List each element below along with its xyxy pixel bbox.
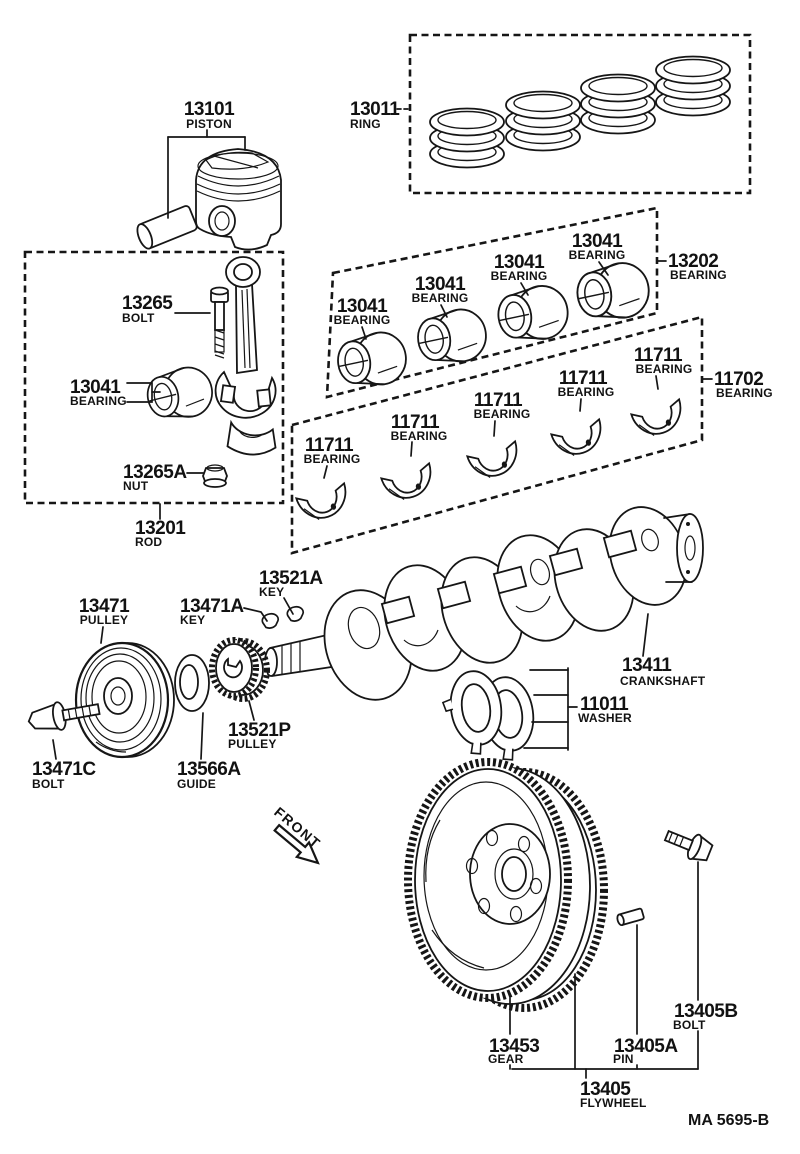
label-guide-name: GUIDE bbox=[177, 777, 216, 791]
label-rod-name: ROD bbox=[135, 535, 162, 549]
label-conrod-bearing-set-name: BEARING bbox=[670, 268, 727, 282]
label-ring-name: RING bbox=[350, 117, 381, 131]
label-main-bearing-1-name: BEARING bbox=[304, 452, 361, 466]
label-flywheel-number: 13405 bbox=[580, 1079, 631, 1100]
guide-drawing bbox=[174, 654, 210, 712]
label-main-bearing-2-number: 11711 bbox=[391, 412, 440, 433]
label-pulley-bolt-number: 13471C bbox=[32, 759, 96, 780]
label-crank-pulley-number: 13471 bbox=[79, 596, 130, 617]
label-guide-number: 13566A bbox=[177, 759, 241, 780]
label-main-bearing-4-number: 11711 bbox=[559, 368, 608, 389]
label-conrod-bearing-1-number: 13041 bbox=[337, 296, 388, 317]
label-flywheel-bolt-name: BOLT bbox=[673, 1018, 706, 1032]
label-crank-pulley-name: PULLEY bbox=[80, 613, 129, 627]
label-timing-pulley-name: PULLEY bbox=[228, 737, 277, 751]
label-rod-bolt-number: 13265 bbox=[122, 293, 173, 314]
label-flywheel-gear-number: 13453 bbox=[489, 1036, 539, 1057]
piston-pin-drawing bbox=[136, 205, 198, 250]
label-flywheel-name: FLYWHEEL bbox=[580, 1096, 647, 1110]
main-bearing-set-box bbox=[290, 315, 704, 555]
rod-assembly-box bbox=[23, 250, 285, 505]
flywheel-bolt-drawing bbox=[663, 829, 714, 862]
label-pulley-bolt-name: BOLT bbox=[32, 777, 65, 791]
label-crank-key-name: KEY bbox=[259, 585, 284, 599]
label-piston-number: 13101 bbox=[184, 99, 235, 120]
rod-bolt-drawing bbox=[210, 286, 229, 359]
rod-nut-drawing bbox=[202, 464, 228, 488]
label-rod-nut-name: NUT bbox=[123, 479, 149, 493]
label-flywheel-pin-number: 13405A bbox=[614, 1036, 678, 1057]
label-conrod-bearing-4-name: BEARING bbox=[569, 248, 626, 262]
label-main-bearing-2-name: BEARING bbox=[391, 429, 448, 443]
label-crankshaft-name: CRANKSHAFT bbox=[620, 674, 706, 688]
thrust-washer-drawings bbox=[438, 666, 541, 765]
timing-pulley-drawing bbox=[209, 637, 270, 702]
label-main-bearing-set-name: BEARING bbox=[716, 386, 773, 400]
front-direction-arrow: FRONT bbox=[271, 804, 324, 865]
label-main-bearing-3-name: BEARING bbox=[474, 407, 531, 421]
leader-lines bbox=[52, 108, 713, 1079]
label-pulley-key-number: 13471A bbox=[180, 596, 244, 617]
label-main-bearing-1-number: 11711 bbox=[305, 435, 354, 456]
label-main-bearing-set-number: 11702 bbox=[714, 369, 763, 390]
label-main-bearing-4-name: BEARING bbox=[558, 385, 615, 399]
pulley-bolt-drawing bbox=[27, 701, 101, 731]
conrod-bearing-set-box bbox=[325, 206, 659, 399]
label-rod-bearing-number: 13041 bbox=[70, 377, 121, 398]
piston-label-leader bbox=[167, 129, 246, 219]
label-main-bearing-5-name: BEARING bbox=[636, 362, 693, 376]
label-ring-number: 13011 bbox=[350, 99, 400, 120]
crank-pulley-drawing bbox=[74, 641, 175, 759]
label-rod-number: 13201 bbox=[135, 518, 186, 539]
label-rod-bearing-name: BEARING bbox=[70, 394, 127, 408]
ring-set-box bbox=[408, 33, 752, 195]
drawing-code: MA 5695-B bbox=[688, 1112, 769, 1129]
rod-bearing-drawing bbox=[142, 362, 217, 425]
label-piston-name: PISTON bbox=[186, 117, 232, 131]
label-flywheel-gear-name: GEAR bbox=[488, 1052, 524, 1066]
crankshaft-drawing bbox=[264, 506, 704, 701]
label-pulley-key-name: KEY bbox=[180, 613, 205, 627]
flywheel-pin-drawing bbox=[616, 907, 645, 927]
label-conrod-bearing-2-number: 13041 bbox=[415, 274, 466, 295]
label-flywheel-bolt-number: 13405B bbox=[674, 1001, 738, 1022]
label-main-bearing-5-number: 11711 bbox=[634, 345, 683, 366]
connecting-rod-drawing bbox=[214, 256, 277, 456]
label-crank-key-number: 13521A bbox=[259, 568, 323, 589]
label-conrod-bearing-3-number: 13041 bbox=[494, 252, 545, 273]
piston-drawing bbox=[195, 148, 282, 251]
label-conrod-bearing-2-name: BEARING bbox=[412, 291, 469, 305]
part-labels: 13101 PISTON 13011 RING 13265 BOLT 13041… bbox=[32, 99, 773, 1110]
label-main-bearing-3-number: 11711 bbox=[474, 390, 523, 411]
label-conrod-bearing-set-number: 13202 bbox=[668, 251, 718, 272]
label-crankshaft-number: 13411 bbox=[622, 655, 672, 676]
label-thrust-washer-name: WASHER bbox=[578, 711, 632, 725]
label-timing-pulley-number: 13521P bbox=[228, 720, 291, 741]
label-rod-nut-number: 13265A bbox=[123, 462, 187, 483]
thrust-washer-bracket bbox=[523, 667, 578, 751]
label-thrust-washer-number: 11011 bbox=[580, 694, 629, 715]
label-conrod-bearing-4-number: 13041 bbox=[572, 231, 623, 252]
piston-ring-stacks bbox=[429, 55, 731, 169]
flywheel-drawing bbox=[404, 758, 608, 1012]
label-conrod-bearing-3-name: BEARING bbox=[491, 269, 548, 283]
label-flywheel-pin-name: PIN bbox=[613, 1052, 634, 1066]
label-rod-bolt-name: BOLT bbox=[122, 311, 155, 325]
label-conrod-bearing-1-name: BEARING bbox=[334, 313, 391, 327]
